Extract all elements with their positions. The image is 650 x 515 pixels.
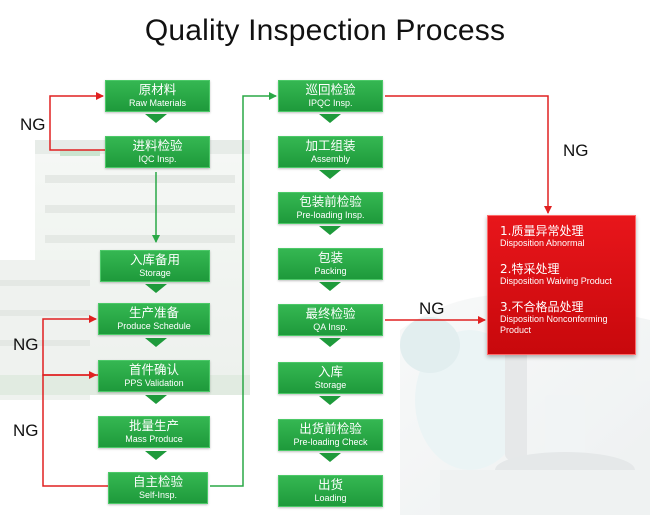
ng-label: NG xyxy=(13,335,39,354)
down-chevron-icon xyxy=(319,114,341,123)
down-chevron-icon xyxy=(145,451,167,460)
ng-loop-pps-validation xyxy=(42,371,108,487)
down-chevron-icon xyxy=(319,338,341,347)
ng-loop-raw-materials xyxy=(49,92,105,151)
ng-label: NG xyxy=(20,115,46,134)
page-title: Quality Inspection Process xyxy=(144,14,506,47)
ng-ipqc-to-disposition xyxy=(385,95,552,214)
down-chevron-icon xyxy=(145,114,167,123)
down-chevron-icon xyxy=(319,226,341,235)
ng-loop-produce-schedule xyxy=(42,315,98,376)
down-chevron-icon xyxy=(145,284,167,293)
down-chevron-icon xyxy=(145,338,167,347)
down-chevron-icon xyxy=(319,396,341,405)
down-chevron-icon xyxy=(319,282,341,291)
down-chevron-icon xyxy=(145,395,167,404)
down-chevron-icon xyxy=(319,170,341,179)
ng-label: NG xyxy=(563,141,589,160)
ng-label: NG xyxy=(13,421,39,440)
ng-label: NG xyxy=(419,299,445,318)
down-chevron-icon xyxy=(319,453,341,462)
self-insp-to-ipqc-arrow xyxy=(210,92,277,487)
